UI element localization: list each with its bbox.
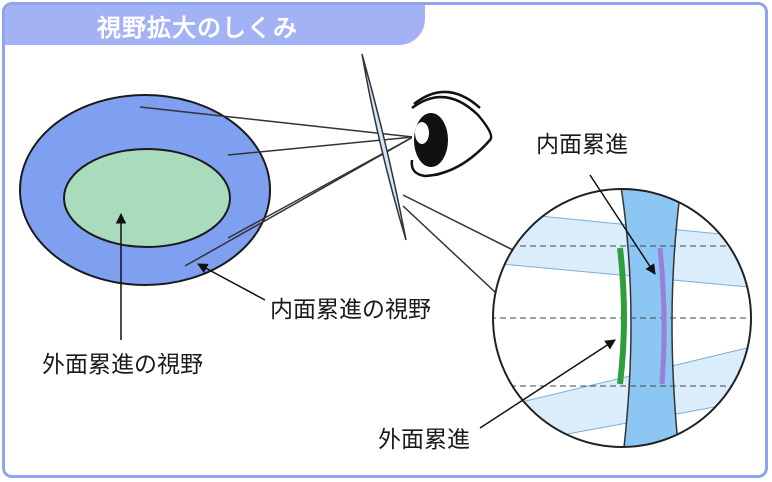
lens-shape [361, 53, 407, 241]
label-inner-progressive-field: 内面累進の視野 [270, 297, 431, 323]
eye-icon [410, 90, 493, 178]
label-inner-progressive-surface: 内面累進 [536, 132, 628, 158]
magnifier-circle [492, 188, 752, 448]
outer-progressive-surface-line [617, 247, 627, 385]
pointer-arrows [115, 174, 656, 429]
outer-progressive-field-ellipse [63, 148, 231, 248]
page-title: 視野拡大のしくみ [97, 13, 298, 42]
inner-progressive-surface-line [657, 247, 667, 385]
magnifier-guide-lines [402, 194, 514, 293]
title-tab: 視野拡大のしくみ [5, 5, 425, 45]
label-outer-progressive-surface: 外面累進 [378, 427, 470, 453]
label-outer-progressive-field: 外面累進の視野 [42, 352, 203, 378]
magnified-lens-view [493, 189, 751, 447]
